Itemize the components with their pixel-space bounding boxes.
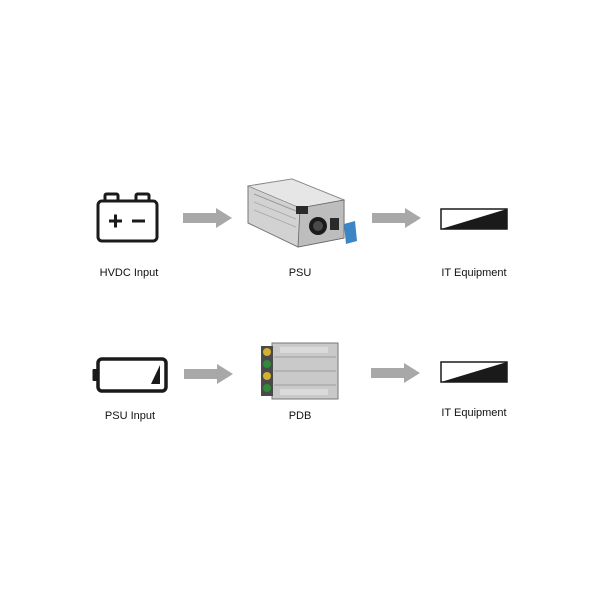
target-label-it-equipment: IT Equipment [441, 267, 507, 279]
source-label-hvdc: HVDC Input [99, 267, 159, 279]
it-equipment-wedge-icon [440, 208, 508, 230]
device-label-pdb: PDB [288, 410, 312, 422]
battery-charge-icon [92, 357, 168, 393]
it-equipment-wedge-icon [440, 361, 508, 383]
diagram-row-hvdc: HVDC Input PSU IT Equipment [96, 178, 508, 279]
target-label-it-equipment: IT Equipment [441, 407, 507, 419]
flow-arrow-icon [184, 364, 233, 384]
battery-plus-minus-icon [96, 192, 159, 243]
flow-arrow-icon [183, 208, 232, 228]
diagram-row-psu-input: PSU Input PDB IT Equipment [0, 300, 600, 600]
device-label-psu: PSU [288, 267, 312, 279]
flow-arrow-icon [371, 363, 420, 383]
power-distribution-board-icon [261, 342, 339, 400]
source-label-psu-input: PSU Input [104, 410, 156, 422]
flow-arrow-icon [372, 208, 421, 228]
power-supply-unit-icon [246, 178, 357, 248]
